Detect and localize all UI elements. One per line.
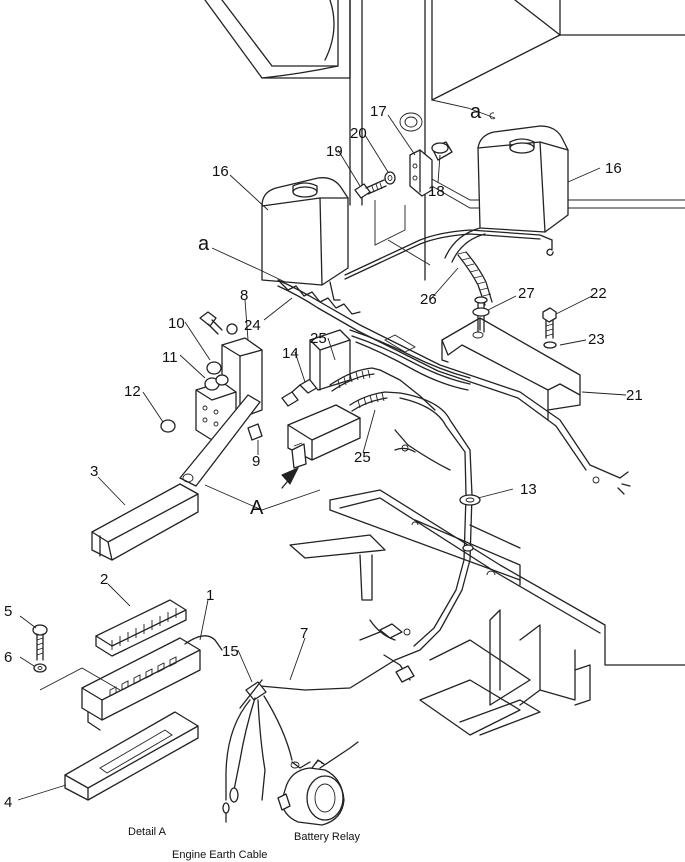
washer-tank-left — [261, 177, 349, 301]
bracket-21 — [441, 296, 581, 421]
reference-a-top: a — [470, 101, 482, 123]
detail-a-indicator — [204, 466, 321, 511]
fuse-box-1 — [81, 635, 223, 731]
connector-7-end — [359, 623, 415, 683]
washer-23 — [543, 341, 557, 349]
part-16-left: 16 — [212, 163, 229, 180]
lever-arm — [179, 394, 263, 487]
part-27: 27 — [518, 285, 535, 302]
screw-5 — [32, 624, 48, 661]
part-12: 12 — [124, 383, 141, 400]
relay-module — [287, 404, 361, 469]
part-18: 18 — [428, 183, 445, 200]
battery-relay — [277, 741, 359, 826]
reference-line-a-left — [211, 247, 286, 283]
washer-6 — [33, 663, 47, 673]
part-6: 6 — [4, 649, 12, 666]
part-16-right: 16 — [605, 160, 622, 177]
detail-a-assembly-line — [39, 667, 121, 691]
part-13: 13 — [520, 481, 537, 498]
earth-and-relay-cables — [222, 695, 311, 823]
main-harness-24 — [277, 279, 631, 495]
part-25-bottom: 25 — [354, 449, 371, 466]
part-4: 4 — [4, 794, 12, 811]
part-15: 15 — [222, 643, 239, 660]
part-19: 19 — [326, 143, 343, 160]
part-2: 2 — [100, 571, 108, 588]
floor-plate — [289, 489, 685, 736]
part-1: 1 — [206, 587, 214, 604]
mounting-plate-4 — [64, 711, 199, 801]
fuse-strip-2 — [95, 599, 187, 657]
part-25-top: 25 — [310, 330, 327, 347]
fuse-cover-3 — [91, 483, 199, 561]
part-9: 9 — [252, 453, 260, 470]
spacer-sleeve — [431, 141, 453, 161]
part-number-labels: 1 2 3 4 5 6 7 8 9 10 11 12 13 14 15 16 1… — [4, 103, 643, 811]
part-26: 26 — [420, 291, 437, 308]
reference-line-a-top — [431, 99, 496, 120]
connector-housing-25 — [309, 329, 351, 391]
part-7: 7 — [300, 625, 308, 642]
bolt-22 — [542, 307, 557, 339]
bolt-19 — [354, 179, 387, 199]
part-23: 23 — [588, 331, 605, 348]
harness-7-and-13 — [259, 392, 481, 691]
part-21: 21 — [626, 387, 643, 404]
caption-battery-relay: Battery Relay — [294, 831, 361, 843]
cab-window-frame — [204, 0, 685, 281]
part-3: 3 — [90, 463, 98, 480]
caption-detail-a: Detail A — [128, 826, 167, 838]
washer-20 — [384, 171, 396, 185]
part-8: 8 — [240, 287, 248, 304]
corrugated-tube-26 — [444, 227, 493, 306]
cable-bundle-main — [349, 329, 471, 391]
caption-engine-earth-cable: Engine Earth Cable — [172, 849, 267, 861]
part-5: 5 — [4, 603, 12, 620]
leader-lines — [17, 114, 627, 801]
detail-a-letter: A — [250, 497, 264, 519]
part-11: 11 — [162, 349, 178, 366]
part-24: 24 — [244, 317, 261, 334]
part-14: 14 — [282, 345, 299, 362]
washer-tank-right — [477, 125, 569, 233]
relay-bracket — [409, 149, 433, 197]
grommet-ring — [399, 112, 423, 132]
part-17: 17 — [370, 103, 387, 120]
harness-coil-25 — [329, 367, 436, 412]
part-20: 20 — [350, 125, 367, 142]
reference-a-left: a — [198, 233, 210, 255]
part-22: 22 — [590, 285, 607, 302]
washer-hoses — [344, 200, 554, 280]
part-10: 10 — [168, 315, 185, 332]
cable-clamp-15 — [239, 679, 267, 709]
